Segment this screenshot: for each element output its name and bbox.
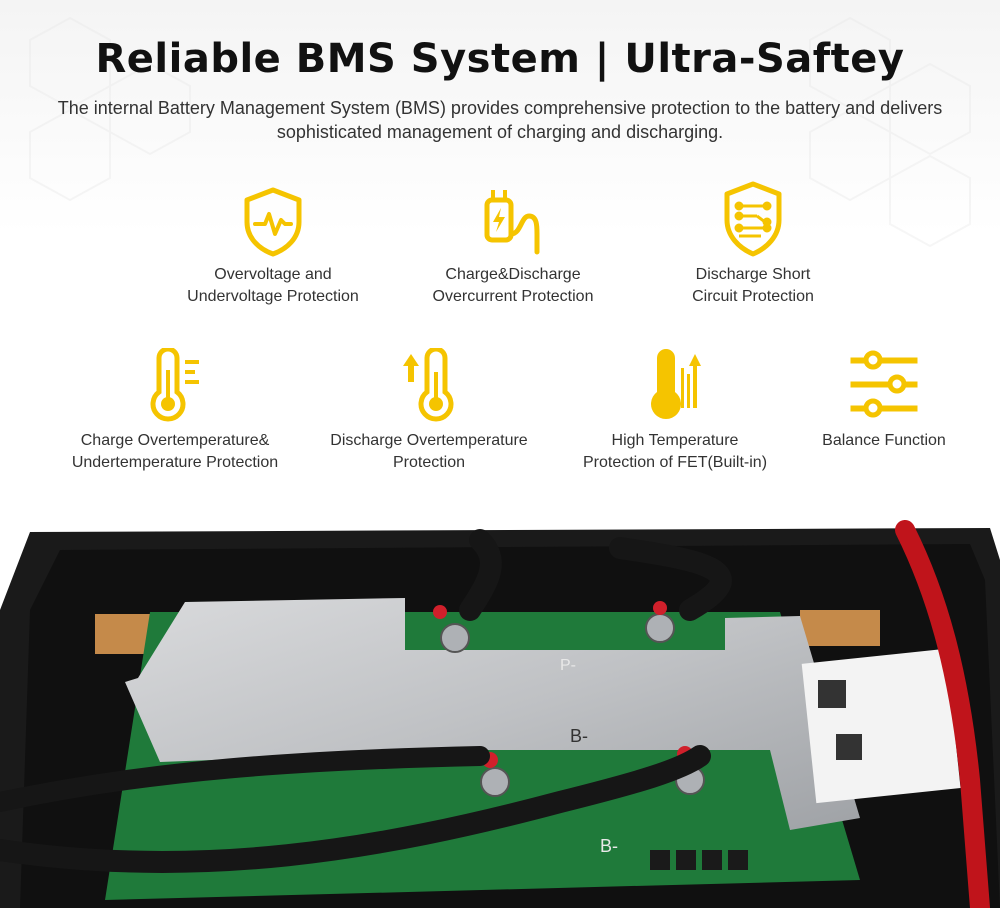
feature-label: Overvoltage and Undervoltage Protection [187,266,359,305]
feature-label: Charge Overtemperature& Undertemperature… [71,432,279,471]
feature-label: Discharge Overtemperature Protection [330,432,528,471]
feature-discharge-temperature: Discharge Overtemperature Protection [314,348,544,474]
page-title: Reliable BMS System | Ultra-Saftey [95,36,905,82]
shield-circuit-icon [724,181,782,257]
feature-overcurrent: Charge&Discharge Overcurrent Protection [400,186,626,308]
aluminum-heatsink [125,598,860,830]
header-background [0,0,1000,520]
feature-fet-temperature: High Temperature Protection of FET(Built… [560,348,790,474]
feature-label: High Temperature Protection of FET(Built… [582,432,768,471]
thermometer-arrow-up-icon [403,348,454,422]
feature-label: Charge&Discharge Overcurrent Protection [432,266,594,305]
thermometer-lines-icon [150,348,199,422]
hexagon-background-pattern [0,0,1000,520]
shield-pulse-icon [244,187,302,257]
feature-label: Discharge Short Circuit Protection [692,266,814,305]
feature-label: Balance Function [822,432,946,449]
bms-board-photo: B- B- P- [0,520,1000,908]
red-cable [895,520,990,908]
board-label-b-minus-pcb: B- [600,836,618,856]
balance-sliders-icon [850,350,918,418]
feature-overvoltage-undervoltage: Overvoltage and Undervoltage Protection [160,186,386,308]
qr-sticker [801,648,961,804]
board-label-b-minus: B- [570,726,588,746]
feature-short-circuit: Discharge Short Circuit Protection [640,180,866,308]
page-subtitle: The internal Battery Management System (… [57,98,943,142]
feature-charge-temperature: Charge Overtemperature& Undertemperature… [40,348,310,474]
charger-plug-icon [484,190,540,255]
thermometer-gauge-icon [651,349,701,419]
board-label-p-minus: P- [560,657,576,674]
feature-balance: Balance Function [800,348,968,452]
